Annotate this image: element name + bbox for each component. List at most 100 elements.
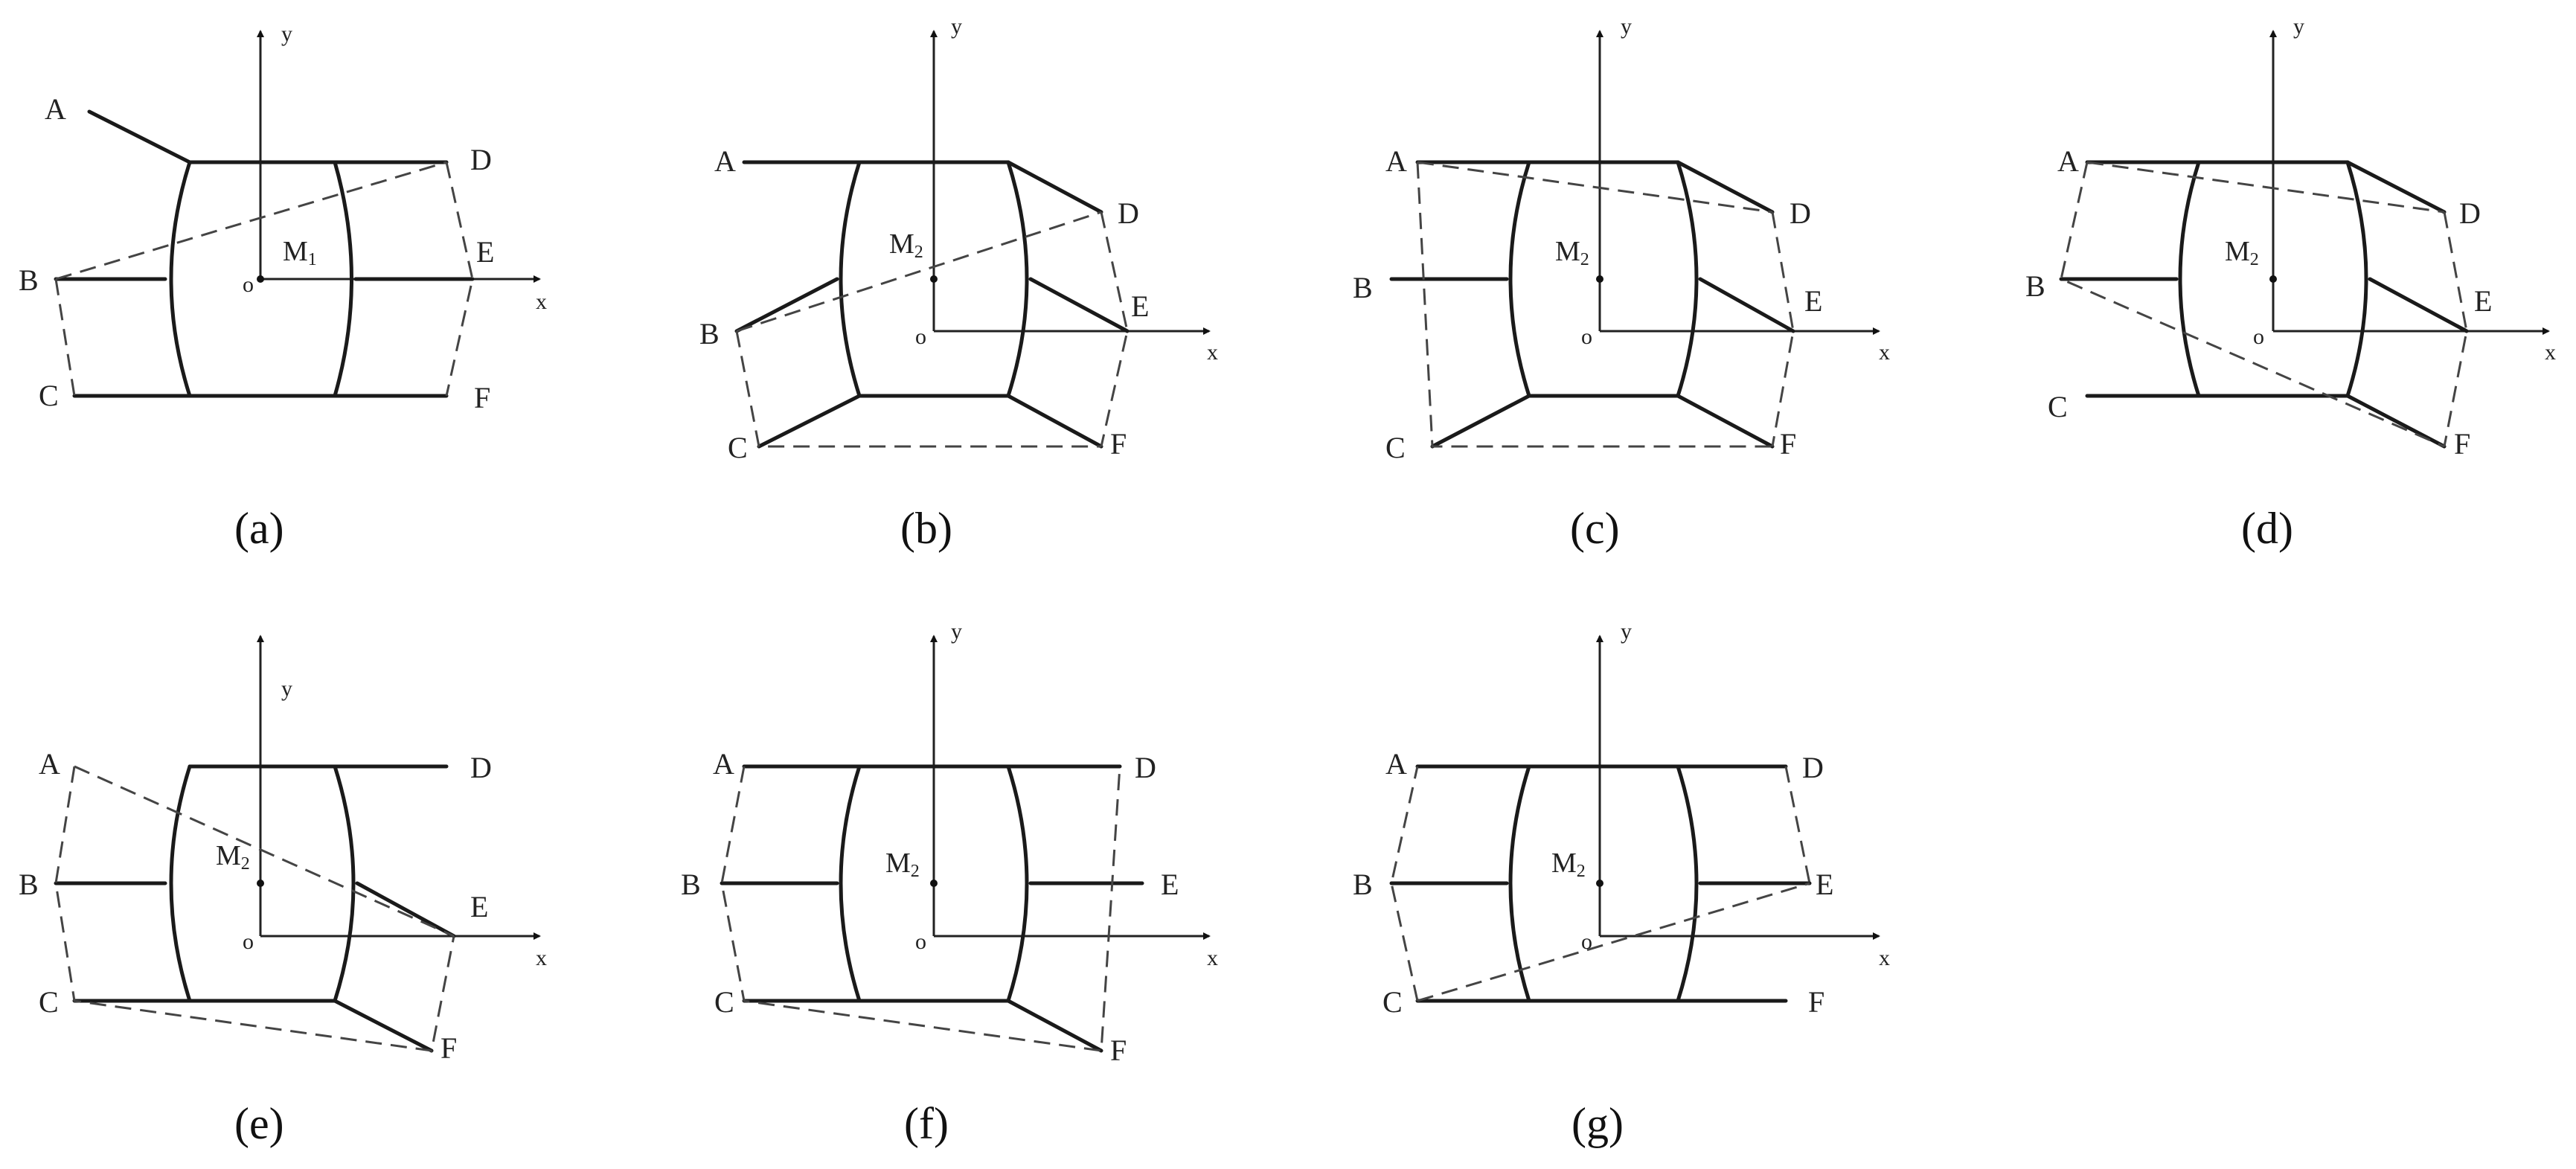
panel-label: (c) (1570, 504, 1620, 553)
moment-label: M2 (1555, 236, 1589, 269)
point-label-a: A (714, 144, 736, 178)
y-axis-label: y (951, 14, 962, 39)
panel-label: (a) (234, 504, 284, 553)
left-arc (2178, 160, 2201, 398)
strain-line-abcfe (54, 766, 455, 1052)
origin-label: o (915, 929, 926, 954)
segment-f (2345, 394, 2447, 449)
x-axis-label: x (536, 946, 547, 970)
point-label-b: B (19, 868, 39, 901)
strain-line-def (445, 161, 474, 397)
x-axis-label: x (1207, 946, 1218, 970)
segment-e (1028, 277, 1130, 333)
moment-label: M2 (889, 228, 923, 262)
point-label-d: D (1118, 196, 1139, 230)
left-arc (169, 764, 192, 1003)
right-arc (2345, 160, 2368, 398)
point-label-a: A (2057, 144, 2079, 178)
point-label-b: B (699, 317, 720, 350)
point-label-a: A (713, 747, 734, 781)
segment-b (734, 277, 839, 333)
strain-line-ad (2086, 161, 2445, 214)
point-label-d: D (470, 751, 492, 784)
point-label-d: D (1135, 751, 1156, 784)
panel-e: y x o M2 A B C D E F (e) (19, 635, 547, 1148)
segment-c (1430, 394, 1531, 449)
x-axis-label: x (1879, 340, 1890, 365)
segment-f (333, 999, 434, 1053)
segment-a (87, 109, 192, 164)
point-label-d: D (1790, 196, 1811, 230)
strain-line-ae (74, 765, 455, 938)
y-axis-label: y (2293, 14, 2304, 39)
point-label-d: D (2459, 196, 2481, 230)
segment-f (1676, 394, 1775, 449)
point-label-f: F (1808, 985, 1824, 1019)
panel-d: y x o M2 A B C D E F (d) (2025, 14, 2556, 553)
panel-b: y x o M2 A B C D E F (b) (699, 14, 1218, 553)
right-arc (1006, 764, 1029, 1003)
y-axis-label: y (1621, 619, 1632, 644)
origin-label: o (915, 324, 926, 349)
point-label-b: B (19, 263, 39, 297)
point-label-b: B (1353, 271, 1373, 304)
moment-point (257, 880, 264, 887)
x-axis-label: x (2545, 340, 2556, 365)
point-label-c: C (39, 985, 59, 1019)
point-label-f: F (440, 1031, 457, 1065)
panel-a: y x o M1 A B C D E F (a) (19, 22, 547, 553)
segment-e (355, 881, 456, 938)
moment-point (2269, 275, 2277, 283)
segment-f (1006, 394, 1103, 449)
origin-label: o (243, 272, 254, 297)
point-label-f: F (474, 381, 490, 414)
point-label-c: C (2048, 390, 2068, 423)
origin-label: o (2253, 324, 2264, 349)
point-label-c: C (1385, 431, 1406, 464)
left-arc (1508, 764, 1531, 1003)
strain-line-bd (736, 211, 1102, 333)
strain-line-abf (2060, 161, 2445, 448)
y-axis-label: y (281, 676, 292, 701)
moment-point (930, 880, 938, 887)
x-axis-label: x (536, 289, 547, 314)
point-label-a: A (1385, 144, 1407, 178)
panel-label: (b) (900, 504, 952, 553)
origin-label: o (243, 929, 254, 954)
x-axis-label: x (1879, 946, 1890, 970)
point-label-b: B (1353, 868, 1373, 901)
strain-line-def (1771, 211, 1795, 447)
segment-e (1698, 277, 1795, 333)
segment-d (1676, 160, 1775, 214)
panel-f: y x o M2 A B C D E F (f) (681, 619, 1218, 1148)
y-axis-label: y (951, 619, 962, 644)
point-label-f: F (2454, 427, 2470, 461)
right-arc (1006, 160, 1029, 398)
moment-point (257, 275, 264, 283)
strain-line-bd (55, 161, 447, 281)
strain-line-ce (1417, 882, 1810, 1002)
point-label-e: E (2474, 284, 2492, 318)
left-arc (1508, 160, 1531, 398)
segment-e (2368, 277, 2469, 333)
segment-d (1006, 160, 1103, 214)
point-label-f: F (1780, 427, 1796, 461)
point-label-f: F (1110, 427, 1127, 461)
point-label-d: D (1802, 751, 1824, 784)
point-label-c: C (714, 985, 734, 1019)
point-label-e: E (1131, 289, 1149, 323)
point-label-e: E (470, 890, 488, 923)
right-arc (333, 764, 356, 1003)
point-label-e: E (1804, 284, 1822, 318)
moment-point (1596, 275, 1603, 283)
moment-point (930, 275, 938, 283)
strain-line-bc (54, 278, 76, 397)
left-arc (169, 160, 192, 398)
left-arc (839, 160, 862, 398)
point-label-e: E (1161, 868, 1179, 901)
segment-f (1006, 999, 1103, 1053)
moment-label: M2 (1551, 848, 1586, 881)
point-label-c: C (728, 431, 748, 464)
strain-line-acf (1416, 161, 1772, 448)
panel-label: (d) (2241, 504, 2293, 553)
